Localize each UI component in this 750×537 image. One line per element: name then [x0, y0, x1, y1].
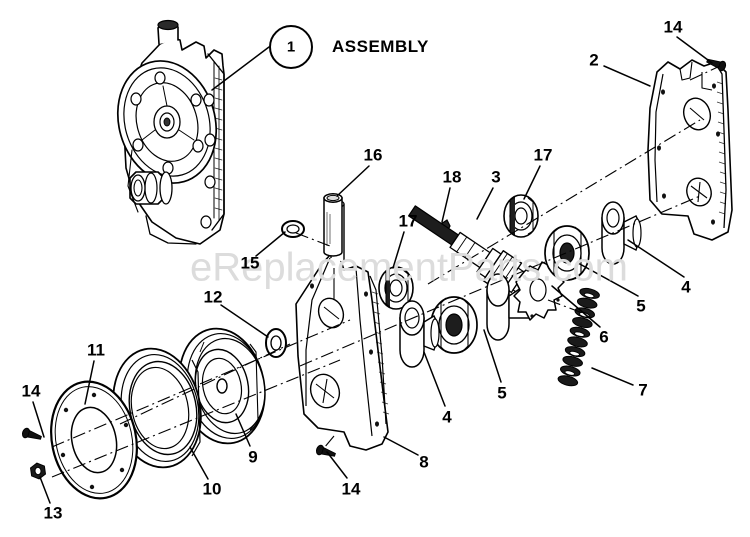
callout-c-2: 2 — [589, 50, 599, 70]
leader-l-13 — [39, 476, 51, 504]
callout-c-18: 18 — [442, 167, 462, 187]
part-1-gearbox-assembly — [116, 19, 225, 245]
callout-c-9: 9 — [248, 447, 258, 467]
callout-c-11: 11 — [87, 340, 105, 360]
leader-l-3 — [476, 187, 494, 220]
leader-l-2 — [603, 65, 651, 87]
leader-l-8 — [383, 436, 419, 456]
assembly-callout-bubble — [269, 25, 313, 69]
callout-c-13: 13 — [43, 503, 63, 523]
part-13-lock-nut — [29, 461, 47, 481]
callout-c-10: 10 — [202, 479, 222, 499]
callout-c-5a: 5 — [636, 296, 646, 316]
leader-l-14b — [32, 401, 45, 438]
part-15-o-ring-seal — [281, 220, 305, 238]
part-7-compression-spring — [557, 287, 600, 387]
callout-c-8: 8 — [419, 452, 429, 472]
callout-c-7: 7 — [638, 380, 648, 400]
leader-l-1 — [211, 46, 270, 91]
part-4-bushing-upper — [601, 201, 642, 265]
part-16-sleeve-tube — [323, 193, 343, 257]
callout-c-3: 3 — [491, 167, 501, 187]
leader-l-5b — [483, 329, 502, 383]
callout-c-16: 16 — [363, 145, 383, 165]
leader-l-9 — [235, 413, 251, 447]
part-4-bushing-lower — [399, 300, 440, 368]
callout-c-4b: 4 — [442, 407, 452, 427]
part-14-hex-bolt-left — [20, 426, 43, 443]
part-5-bearing-upper — [544, 225, 590, 281]
leader-l-7 — [591, 367, 634, 386]
part-14-hex-bolt-center — [314, 443, 337, 460]
leader-l-14c — [326, 451, 348, 479]
callout-c-4a: 4 — [681, 277, 691, 297]
leader-l-17b — [392, 231, 405, 269]
part-11-mounting-flange-plate — [50, 380, 138, 500]
callout-c-15: 15 — [240, 253, 260, 273]
leader-l-4a — [627, 239, 685, 278]
callout-c-14c: 14 — [341, 479, 361, 499]
callout-c-14b: 14 — [21, 381, 41, 401]
leader-l-5a — [577, 262, 639, 297]
part-6-sprocket-drive-gear — [486, 259, 565, 341]
callout-c-6: 6 — [599, 327, 609, 347]
leader-l-10 — [189, 446, 209, 480]
part-5-bearing-lower — [430, 296, 478, 354]
callout-c-17b: 17 — [398, 211, 418, 231]
leader-l-6 — [551, 285, 601, 328]
part-9-pulley-sheave — [178, 327, 266, 445]
leader-l-16 — [336, 165, 370, 197]
page-title: ASSEMBLY — [332, 37, 429, 56]
callout-c-14a: 14 — [663, 17, 683, 37]
callout-c-5b: 5 — [497, 383, 507, 403]
part-10-drive-belt-ring — [112, 347, 202, 469]
leader-l-11 — [84, 360, 95, 405]
leader-l-18 — [441, 187, 451, 223]
part-17-roller-bearing-right — [503, 194, 539, 238]
assembly-axis-lines — [51, 65, 721, 478]
leader-lines — [32, 36, 713, 504]
leader-l-17a — [523, 165, 541, 200]
leader-l-4b — [423, 351, 446, 407]
part-12-flat-washer — [265, 328, 287, 358]
callout-c-12: 12 — [203, 287, 223, 307]
callout-c-1: 1 — [286, 38, 296, 56]
leader-l-14a — [676, 36, 713, 64]
leader-l-12 — [220, 304, 269, 338]
leader-l-15 — [255, 231, 286, 257]
callout-c-17a: 17 — [533, 145, 553, 165]
